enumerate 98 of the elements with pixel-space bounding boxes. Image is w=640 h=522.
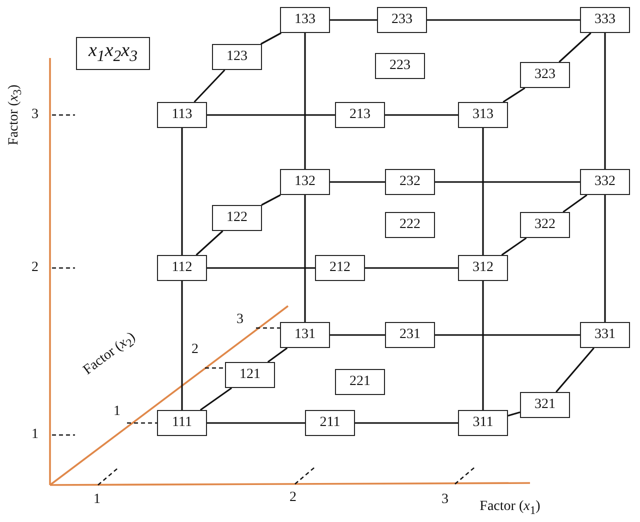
label-box	[305, 410, 355, 436]
level-code: 112	[172, 260, 192, 276]
label-box	[520, 62, 570, 88]
tick-label: 2	[192, 342, 198, 358]
axis-title: Factor (x$_{1}$)	[480, 499, 540, 517]
tick-label: 3	[236, 312, 244, 328]
tick-label: 3	[442, 492, 448, 508]
connector-line	[355, 422, 458, 424]
level-code: 121	[240, 367, 260, 383]
label-box	[580, 322, 630, 348]
connector-line	[261, 194, 281, 206]
connector-line	[207, 267, 315, 269]
label-box	[385, 212, 435, 238]
tick-label: 3	[32, 107, 38, 123]
connector-line	[196, 230, 224, 256]
level-code: 331	[594, 327, 616, 343]
level-code: 322	[534, 217, 556, 233]
level-code: 312	[472, 260, 494, 276]
label-box	[76, 36, 150, 70]
level-code: 123	[226, 49, 248, 65]
level-code: 323	[534, 67, 556, 83]
level-code: 212	[330, 260, 350, 276]
connector-line	[604, 33, 606, 169]
label-box	[157, 102, 207, 128]
level-code: 132	[294, 174, 316, 190]
connector-line	[556, 347, 594, 393]
connector-line	[508, 412, 520, 416]
label-box	[280, 7, 330, 33]
label-box	[458, 255, 508, 281]
label-box	[580, 169, 630, 195]
connector-line	[207, 114, 335, 116]
level-code: 311	[472, 415, 494, 431]
connector-line	[200, 387, 232, 411]
connector-line	[207, 422, 305, 424]
level-code: 231	[400, 327, 420, 343]
level-code: 233	[392, 12, 412, 28]
label-box	[212, 44, 262, 70]
connector-line	[385, 114, 458, 116]
level-code: 313	[472, 107, 494, 123]
tick-label: 1	[94, 492, 100, 508]
connector-line	[502, 87, 526, 103]
tick-label: 1	[32, 427, 38, 443]
level-code: 321	[534, 397, 556, 413]
label-box	[520, 212, 570, 238]
connector-line	[604, 195, 606, 322]
level-code: 111	[172, 415, 192, 431]
connector-line	[435, 181, 580, 183]
connector-line	[365, 267, 458, 269]
label-box	[377, 7, 427, 33]
connector-line	[181, 128, 183, 255]
connector-line	[562, 194, 588, 213]
connector-line	[330, 181, 385, 183]
level-code: x$_{1}$x$_{2}$x$_{3}$	[88, 40, 138, 66]
level-code: 332	[594, 174, 616, 190]
connector-line	[501, 237, 527, 256]
label-box	[375, 53, 425, 79]
label-box	[315, 255, 365, 281]
level-code: 333	[594, 12, 616, 28]
label-box	[335, 102, 385, 128]
tick-label: 2	[32, 260, 38, 276]
connector-line	[435, 334, 580, 336]
tick-label: 2	[290, 490, 296, 506]
connector-line	[304, 195, 306, 322]
label-box	[157, 255, 207, 281]
level-code: 213	[350, 107, 370, 123]
connector-line	[181, 281, 183, 410]
label-box	[280, 322, 330, 348]
connector-line	[304, 33, 306, 169]
label-box	[520, 392, 570, 418]
level-code: 211	[320, 415, 340, 431]
level-code: 221	[350, 374, 370, 390]
tick-label: 1	[114, 404, 120, 420]
connector-line	[482, 281, 484, 410]
level-code: 113	[172, 107, 192, 123]
connector-line	[330, 334, 385, 336]
connector-line	[558, 32, 592, 63]
level-code: 232	[400, 174, 420, 190]
level-code: 131	[294, 327, 316, 343]
label-box	[335, 369, 385, 395]
level-code: 222	[400, 217, 420, 233]
level-code: 133	[294, 12, 316, 28]
connector-line	[330, 19, 377, 21]
label-box	[385, 322, 435, 348]
label-box	[385, 169, 435, 195]
label-box	[212, 205, 262, 231]
label-box	[458, 410, 508, 436]
label-box	[458, 102, 508, 128]
connector-line	[260, 32, 282, 45]
label-box	[280, 169, 330, 195]
label-box	[157, 410, 207, 436]
connector-line	[482, 128, 484, 255]
level-code: 122	[226, 210, 248, 226]
level-code: 223	[390, 58, 410, 74]
connector-line	[194, 69, 226, 103]
connector-line	[427, 19, 580, 21]
label-box	[225, 362, 275, 388]
connector-line	[267, 347, 288, 363]
label-box	[580, 7, 630, 33]
